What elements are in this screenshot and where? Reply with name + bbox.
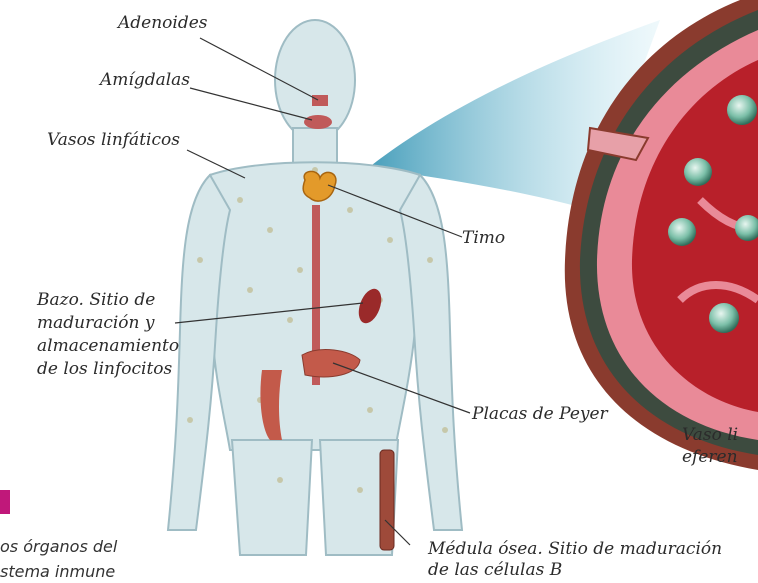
label-medula-line1: Médula ósea. Sitio de maduración <box>428 539 722 559</box>
label-vaso-line2: eferen <box>682 447 738 467</box>
adenoids <box>312 95 328 106</box>
label-medula-line2: de las células B <box>428 560 562 580</box>
label-timo: Timo <box>462 228 505 248</box>
label-bazo-line3: almacenamiento <box>37 336 179 356</box>
label-vaso-line1: Vaso li <box>682 425 738 445</box>
label-bazo-line1: Bazo. Sitio de <box>37 290 155 310</box>
caption-line1: os órganos del <box>0 537 117 556</box>
label-bazo-line4: de los linfocitos <box>37 359 172 379</box>
caption-line2: stema inmune <box>0 562 115 581</box>
label-adenoides: Adenoides <box>118 13 208 33</box>
label-bazo-line2: maduración y <box>37 313 155 333</box>
label-amigdalas: Amígdalas <box>100 70 190 90</box>
label-placas-peyer: Placas de Peyer <box>472 404 608 424</box>
bone-marrow-femur <box>380 450 394 550</box>
tonsils <box>304 115 332 129</box>
accent-bar <box>0 490 10 514</box>
label-vasos-linfaticos: Vasos linfáticos <box>47 130 180 150</box>
